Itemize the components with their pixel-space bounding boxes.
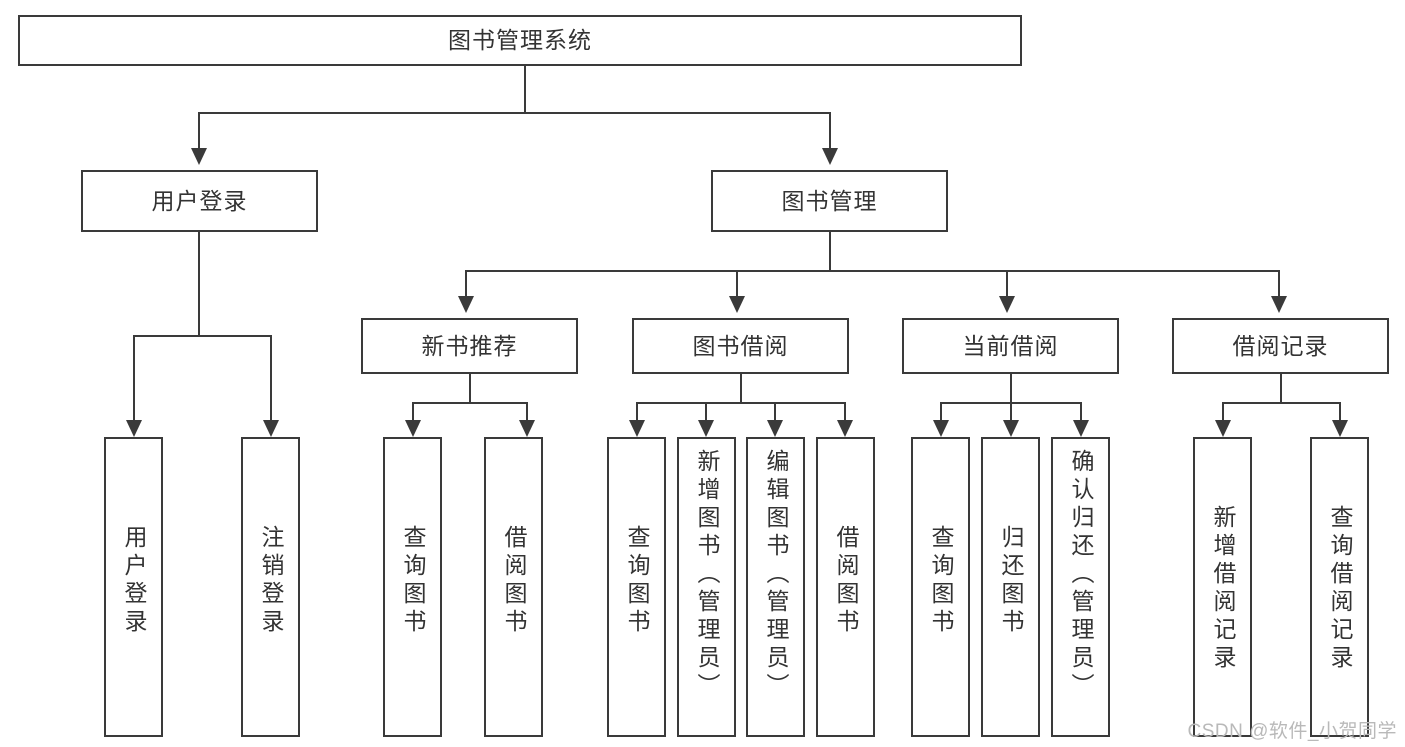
arrowhead-leaf-borrow-book-b (837, 420, 853, 437)
leaf-edit-book-admin[interactable]: 编辑图书（管理员） (746, 437, 805, 737)
node-book-management[interactable]: 图书管理 (711, 170, 948, 232)
node-borrow-record[interactable]: 借阅记录 (1172, 318, 1389, 374)
node-label: 查询借阅记录 (1327, 505, 1353, 673)
connector-borrow-record-stem (1280, 374, 1282, 403)
connector-current-borrow-stem (1010, 374, 1012, 403)
node-label: 注销登录 (258, 525, 284, 637)
arrowhead-leaf-query-book-a (405, 420, 421, 437)
connector-book-borrow-bar (636, 402, 844, 404)
connector-book-borrow-child-4 (844, 402, 846, 420)
leaf-query-book-recommend[interactable]: 查询图书 (383, 437, 442, 737)
arrowhead-leaf-query-record (1332, 420, 1348, 437)
connector-book-mgmt-bar (465, 270, 1280, 272)
connector-book-borrow-child-2 (705, 402, 707, 420)
leaf-user-login[interactable]: 用户登录 (104, 437, 163, 737)
connector-borrow-record-bar (1222, 402, 1339, 404)
node-label: 新书推荐 (421, 332, 518, 359)
node-label: 图书借阅 (692, 332, 789, 359)
arrowhead-leaf-add-record (1215, 420, 1231, 437)
arrowhead-user-login (191, 148, 207, 165)
node-label: 用户登录 (151, 187, 248, 214)
connector-book-mgmt-stem (829, 232, 831, 271)
node-label: 图书管理 (781, 187, 878, 214)
arrowhead-leaf-return-book (1003, 420, 1019, 437)
connector-root-stem (524, 66, 526, 113)
arrowhead-leaf-query-book-c (933, 420, 949, 437)
node-label: 当前借阅 (962, 332, 1059, 359)
connector-user-login-child-1 (133, 335, 135, 420)
leaf-confirm-return-admin[interactable]: 确认归还（管理员） (1051, 437, 1110, 737)
connector-current-borrow-child-1 (940, 402, 942, 420)
leaf-return-book[interactable]: 归还图书 (981, 437, 1040, 737)
connector-book-mgmt-child-2 (736, 270, 738, 296)
watermark-text: CSDN @软件_小贺同学 (1187, 721, 1397, 742)
node-label: 查询图书 (928, 525, 954, 637)
arrowhead-leaf-confirm-return (1073, 420, 1089, 437)
node-label: 归还图书 (998, 525, 1024, 637)
connector-borrow-record-child-2 (1339, 402, 1341, 420)
arrowhead-leaf-add-book (698, 420, 714, 437)
connector-book-borrow-child-3 (774, 402, 776, 420)
node-label: 新增图书（管理员） (694, 449, 720, 701)
connector-current-borrow-child-3 (1080, 402, 1082, 420)
node-label: 借阅图书 (833, 525, 859, 637)
node-user-login[interactable]: 用户登录 (81, 170, 318, 232)
node-label: 确认归还（管理员） (1068, 449, 1094, 701)
leaf-query-book-current[interactable]: 查询图书 (911, 437, 970, 737)
arrowhead-leaf-query-book-b (629, 420, 645, 437)
leaf-logout[interactable]: 注销登录 (241, 437, 300, 737)
connector-new-book-bar (412, 402, 526, 404)
node-new-book-recommend[interactable]: 新书推荐 (361, 318, 578, 374)
connector-new-book-child-1 (412, 402, 414, 420)
connector-root-bar (198, 112, 830, 114)
node-label: 新增借阅记录 (1210, 505, 1236, 673)
node-label: 编辑图书（管理员） (763, 449, 789, 701)
arrowhead-book-mgmt (822, 148, 838, 165)
node-label: 借阅记录 (1232, 332, 1329, 359)
connector-root-to-book-mgmt (829, 112, 831, 148)
node-book-borrow[interactable]: 图书借阅 (632, 318, 849, 374)
connector-current-borrow-child-2 (1010, 402, 1012, 420)
leaf-query-book-borrow[interactable]: 查询图书 (607, 437, 666, 737)
connector-user-login-bar (133, 335, 270, 337)
leaf-borrow-book-recommend[interactable]: 借阅图书 (484, 437, 543, 737)
arrowhead-leaf-logout (263, 420, 279, 437)
arrowhead-leaf-borrow-book-a (519, 420, 535, 437)
arrowhead-new-book-recommend (458, 296, 474, 313)
connector-book-mgmt-child-4 (1278, 270, 1280, 296)
node-label: 借阅图书 (501, 525, 527, 637)
connector-user-login-child-2 (270, 335, 272, 420)
node-label: 查询图书 (624, 525, 650, 637)
node-label: 图书管理系统 (448, 27, 592, 54)
connector-new-book-child-2 (526, 402, 528, 420)
leaf-add-book-admin[interactable]: 新增图书（管理员） (677, 437, 736, 737)
arrowhead-book-borrow (729, 296, 745, 313)
connector-book-mgmt-child-3 (1006, 270, 1008, 296)
arrowhead-current-borrow (999, 296, 1015, 313)
node-current-borrow[interactable]: 当前借阅 (902, 318, 1119, 374)
connector-book-borrow-stem (740, 374, 742, 403)
connector-borrow-record-child-1 (1222, 402, 1224, 420)
node-label: 用户登录 (121, 525, 147, 637)
connector-user-login-stem (198, 232, 200, 336)
node-label: 查询图书 (400, 525, 426, 637)
leaf-query-borrow-record[interactable]: 查询借阅记录 (1310, 437, 1369, 737)
leaf-borrow-book[interactable]: 借阅图书 (816, 437, 875, 737)
connector-root-to-user-login (198, 112, 200, 148)
connector-book-mgmt-child-1 (465, 270, 467, 296)
connector-book-borrow-child-1 (636, 402, 638, 420)
node-root-system[interactable]: 图书管理系统 (18, 15, 1022, 66)
leaf-add-borrow-record[interactable]: 新增借阅记录 (1193, 437, 1252, 737)
arrowhead-borrow-record (1271, 296, 1287, 313)
arrowhead-leaf-edit-book (767, 420, 783, 437)
connector-new-book-stem (469, 374, 471, 403)
arrowhead-leaf-user-login (126, 420, 142, 437)
